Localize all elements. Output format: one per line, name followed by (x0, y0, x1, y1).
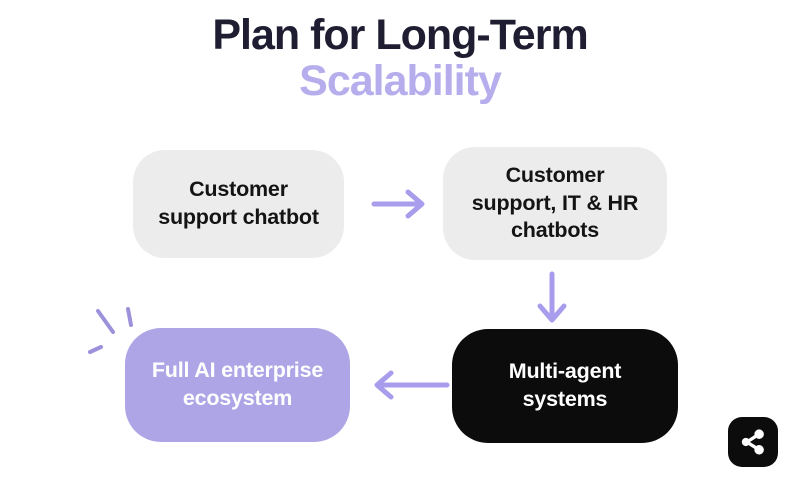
share-button[interactable] (728, 417, 778, 467)
flow-node-multi-agent-systems: Multi-agent systems (452, 329, 678, 443)
sparkle-accent-icon (88, 307, 133, 354)
flow-node-label: Customer support, IT & HR chatbots (471, 163, 639, 243)
share-icon (741, 429, 764, 455)
arrow-left-icon (374, 370, 450, 400)
flow-node-label: Customer support chatbot (158, 177, 319, 229)
arrow-down-icon (537, 271, 567, 323)
flow-node-full-ai-enterprise-ecosystem: Full AI enterprise ecosystem (125, 328, 350, 442)
flow-node-label: Multi-agent systems (508, 359, 622, 411)
arrow-right-icon (371, 189, 425, 219)
title-line-purple: Scalability (299, 56, 502, 105)
flow-node-customer-support-chatbot: Customer support chatbot (133, 150, 344, 258)
title-line-dark: Plan for Long-Term (212, 11, 588, 59)
flow-node-label: Full AI enterprise ecosystem (151, 358, 324, 410)
flow-node-customer-support-it-hr-chatbots: Customer support, IT & HR chatbots (443, 147, 667, 260)
page-title: Plan for Long-Term Scalability (0, 11, 800, 105)
